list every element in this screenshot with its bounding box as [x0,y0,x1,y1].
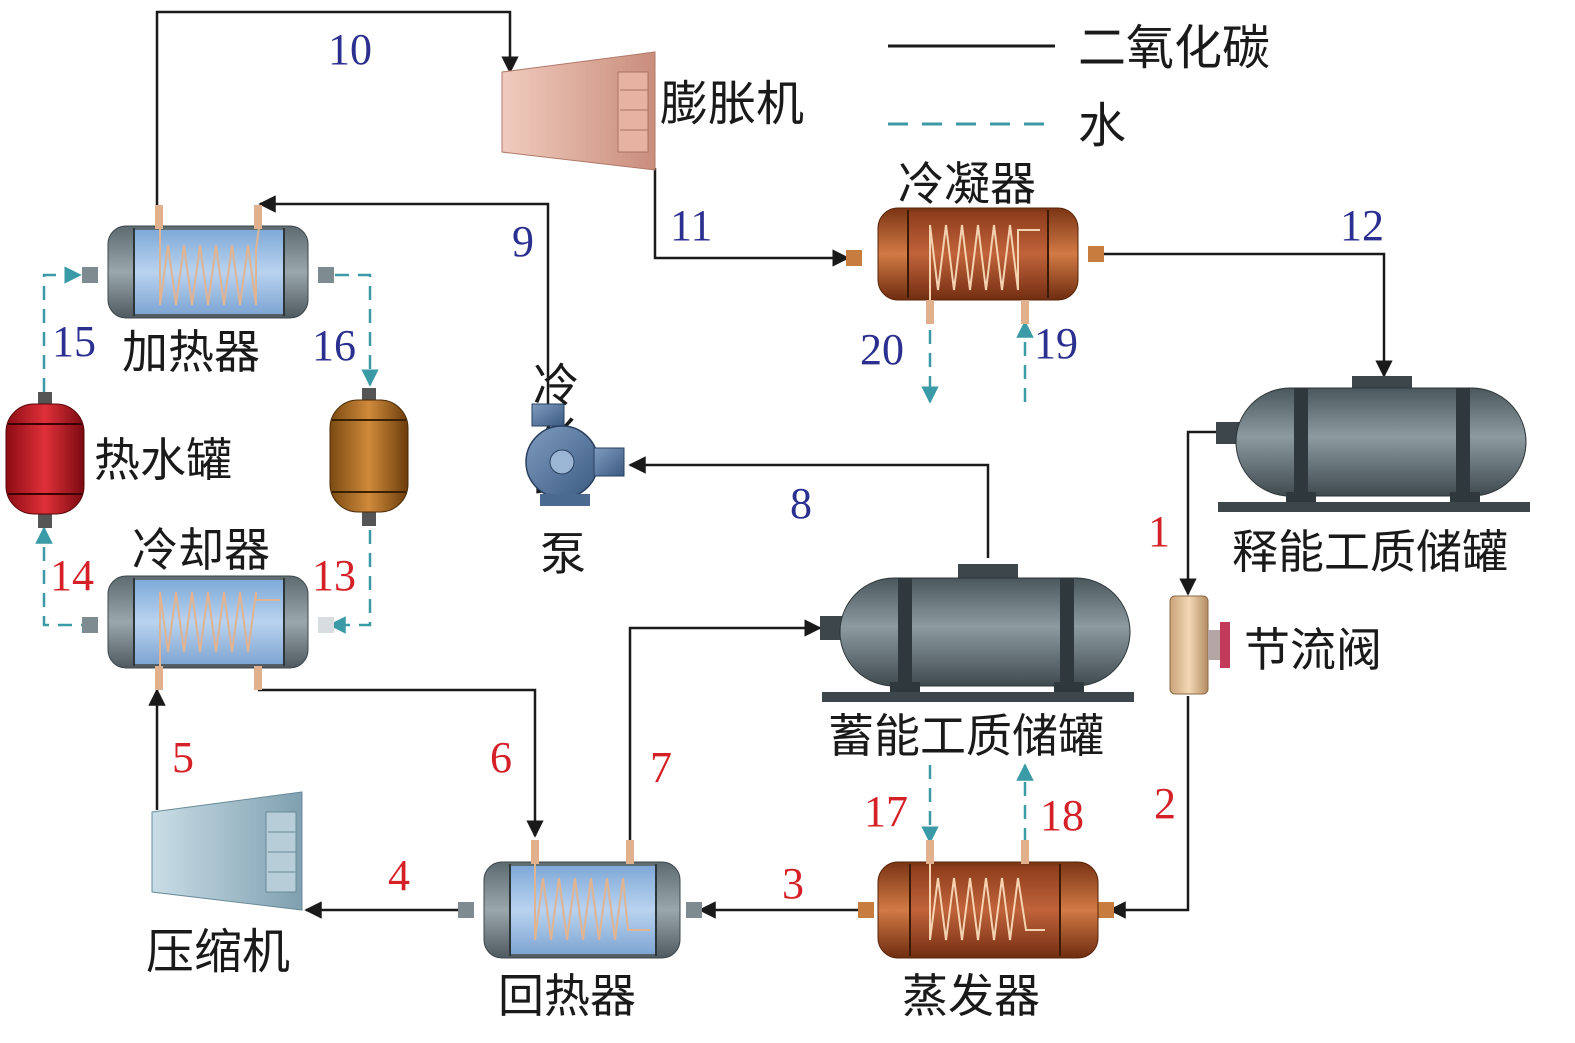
pipe-11 [653,168,850,267]
state-point-9: 9 [512,217,534,266]
pipe-10 [155,10,519,207]
state-point-3: 3 [782,859,804,908]
pipe-9 [258,195,550,405]
state-point-5: 5 [172,733,194,782]
co2-pipes [148,10,1393,919]
state-point-15: 15 [52,317,96,366]
cold-water-tank [329,388,409,526]
water-pipes [35,266,1034,844]
state-point-7: 7 [650,743,672,792]
hot-water-tank [5,392,85,528]
hot-water-tank-label: 热水罐 [94,433,232,487]
cooler [82,575,334,690]
state-point-20: 20 [860,325,904,374]
evaporator-label: 蒸发器 [902,969,1040,1023]
condenser-label: 冷凝器 [898,157,1036,211]
pipe-6 [258,688,544,838]
expander-label: 膨胀机 [660,76,804,132]
state-point-labels: 10 11 12 9 15 16 20 19 8 1 14 13 5 6 7 1… [50,25,1384,908]
state-point-8: 8 [790,479,812,528]
pump [525,403,625,506]
state-point-1: 1 [1148,507,1170,556]
pipe-12 [1100,252,1393,378]
charge-storage-tank-label: 蓄能工质储罐 [828,709,1104,763]
state-point-12: 12 [1340,201,1384,250]
state-point-2: 2 [1154,779,1176,828]
state-point-13: 13 [312,551,356,600]
state-point-19: 19 [1034,319,1078,368]
legend-water-label: 水 [1078,98,1126,154]
discharge-storage-tank [1216,376,1530,512]
cooler-label: 冷却器 [132,523,270,577]
pipe-8 [628,456,990,558]
pump-label: 泵 [540,527,586,581]
state-point-14: 14 [50,551,94,600]
discharge-storage-tank-label: 释能工质储罐 [1232,525,1508,579]
charge-storage-tank [820,564,1134,702]
state-point-16: 16 [312,321,356,370]
expander [501,51,656,171]
pipe-16 [335,273,379,387]
heater [82,205,334,319]
state-point-4: 4 [388,851,410,900]
state-point-10: 10 [328,25,372,74]
state-point-18: 18 [1040,791,1084,840]
pipe-2 [1108,696,1190,919]
compressor [151,791,303,911]
pipe-1 [1179,430,1220,596]
regenerator-label: 回热器 [498,969,636,1023]
regenerator [458,840,702,959]
throttle-valve [1169,595,1230,695]
state-point-6: 6 [490,733,512,782]
state-point-17: 17 [864,787,908,836]
pipe-13 [328,530,372,634]
condenser [846,207,1104,324]
legend: 二氧化碳 水 [888,20,1270,154]
heater-label: 加热器 [122,325,260,379]
evaporator [858,840,1114,959]
pipe-14 [35,526,95,627]
legend-co2-label: 二氧化碳 [1078,20,1270,76]
throttle-valve-label: 节流阀 [1244,623,1382,677]
pipe-15 [42,266,82,392]
state-point-11: 11 [670,201,712,250]
compressor-label: 压缩机 [146,924,290,980]
pipe-7 [628,619,822,840]
